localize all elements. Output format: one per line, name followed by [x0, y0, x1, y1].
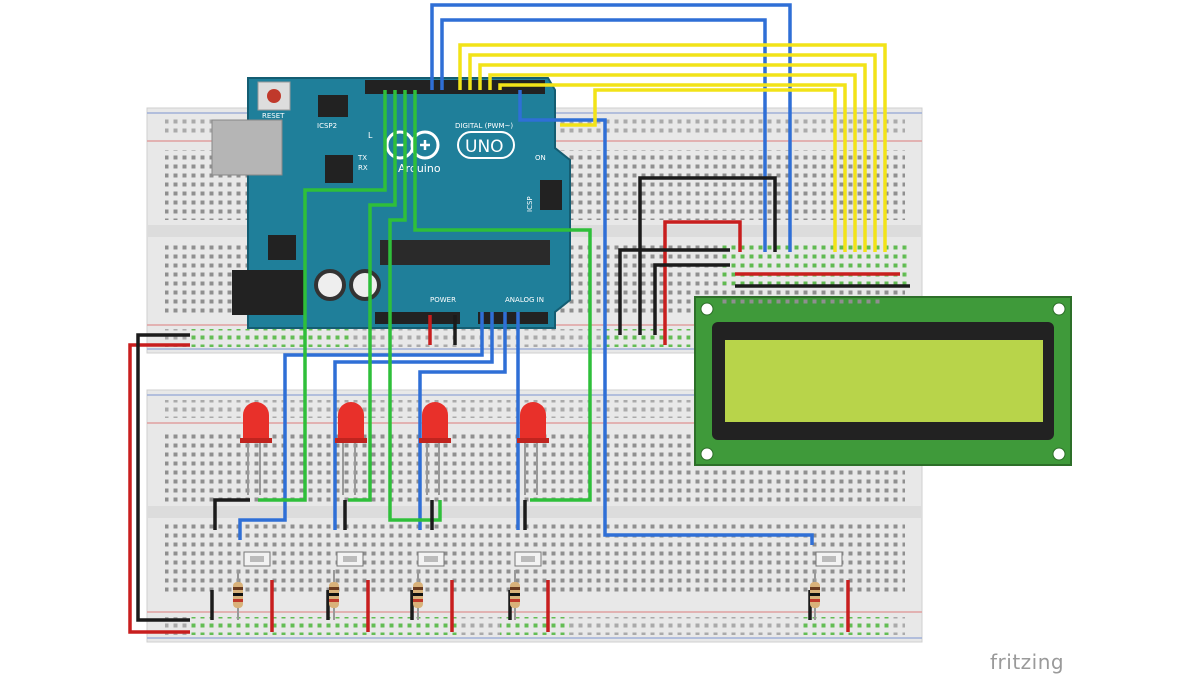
red-wires — [128, 220, 900, 634]
lcd-screen — [725, 340, 1043, 422]
on-label: ON — [535, 154, 546, 162]
reset-label: RESET — [262, 112, 285, 120]
resistor-3 — [413, 570, 423, 620]
push-button-5 — [815, 551, 843, 567]
push-button-2 — [336, 551, 364, 567]
lcd-module — [694, 296, 1072, 466]
arduino-brand-label: Arduino — [398, 162, 441, 175]
blue-wires — [238, 3, 814, 545]
connected-hole-highlights — [190, 245, 910, 635]
push-button-3 — [417, 551, 445, 567]
icsp-label: ICSP — [526, 196, 534, 212]
tx-label: TX — [357, 154, 367, 162]
resistor-5 — [810, 570, 820, 620]
resistor-1 — [233, 570, 243, 620]
push-button-4 — [514, 551, 542, 567]
led-2 — [335, 402, 367, 495]
arduino-uno-board: RESET ICSP2 L TX RX DIGITAL (PWM~) ON IC… — [211, 77, 571, 329]
resistor-4 — [510, 570, 520, 620]
resistor-2 — [329, 570, 339, 620]
rx-label: RX — [358, 164, 368, 172]
led-1 — [240, 402, 272, 495]
digital-label: DIGITAL (PWM~) — [455, 122, 513, 130]
led-4 — [517, 402, 549, 495]
led-3 — [419, 402, 451, 495]
power-label: POWER — [430, 296, 456, 304]
l-label: L — [368, 131, 373, 140]
green-wires — [258, 90, 592, 522]
push-button-1 — [243, 551, 271, 567]
analog-in-label: ANALOG IN — [505, 296, 544, 304]
yellow-wires — [458, 43, 887, 252]
icsp2-label: ICSP2 — [317, 122, 337, 130]
uno-label: UNO — [465, 137, 504, 157]
fritzing-watermark: fritzing — [990, 650, 1065, 674]
